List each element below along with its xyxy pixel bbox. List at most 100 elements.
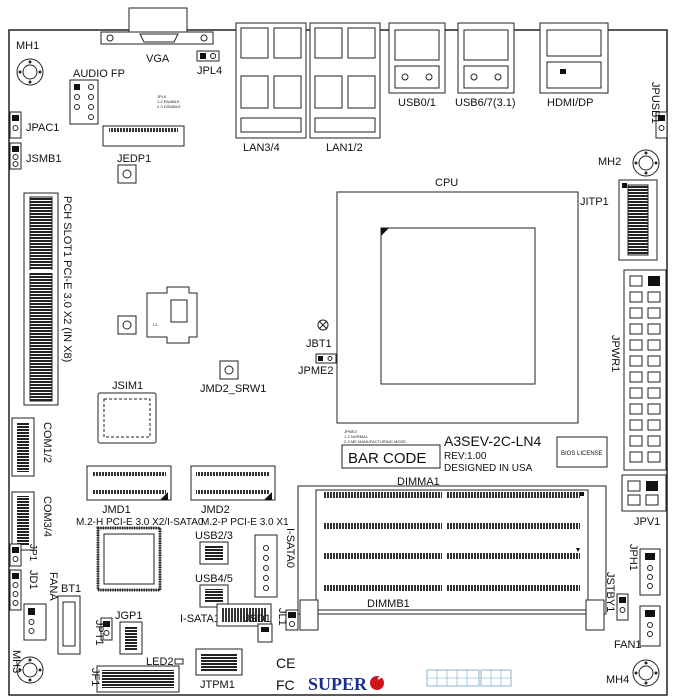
vga-label: VGA	[146, 53, 170, 65]
jstby1-jumper	[616, 593, 629, 621]
fan1-label: FAN1	[614, 639, 642, 651]
jpwr1-pin	[647, 339, 661, 351]
jstby1-label: JSTBY1	[604, 572, 616, 612]
usb45-header	[199, 584, 229, 608]
jpac1-label: JPAC1	[26, 122, 59, 134]
jpwr1-pins	[629, 291, 661, 463]
jpl4-note: JPL4	[157, 94, 167, 99]
jedp1-label: JEDP1	[117, 153, 151, 165]
jpwr1-pin	[629, 355, 643, 367]
jpt1-jumper	[100, 617, 113, 641]
jpwr1-pin	[629, 291, 643, 303]
usb23-label: USB2/3	[195, 530, 233, 542]
bar-code-label: BAR CODE	[348, 450, 426, 467]
fana-header	[23, 603, 47, 641]
bios-license-label: BIOS LICENSE	[561, 451, 603, 457]
jpwr1-pin	[629, 339, 643, 351]
dimma1-label: DIMMA1	[397, 476, 440, 488]
jpwr1-pin	[629, 451, 643, 463]
bios-license-box	[556, 436, 608, 468]
jpwr1-pin	[629, 419, 643, 431]
jpme2-note-3: 2-3 ME MANUFACTURING MODE	[344, 439, 406, 444]
jpt1-label: JPT1	[93, 620, 105, 646]
com34-label: COM3/4	[41, 496, 53, 537]
jph1-header	[639, 548, 661, 596]
jpwr1-pin	[629, 387, 643, 399]
jsd1-header	[257, 623, 273, 643]
jpv1-label: JPV1	[634, 516, 660, 528]
jgp1-label: JGP1	[115, 610, 143, 622]
jpwr1-pin	[647, 419, 661, 431]
hdmi-dp-port	[539, 22, 609, 94]
usb67-port	[457, 22, 515, 94]
mounting-hole-mh4	[632, 659, 660, 687]
usb01-port	[388, 22, 446, 94]
brand-logo-text: SUPER	[308, 674, 368, 694]
audio-fp-label: AUDIO FP	[73, 68, 125, 80]
jmd2-m2-slot	[190, 465, 276, 501]
mounting-hole-mh1	[16, 58, 44, 86]
bt1-battery	[57, 595, 81, 655]
vga-connector	[100, 7, 214, 45]
jpwr1-label: JPWR1	[609, 335, 621, 372]
jitp1-label: JITP1	[580, 196, 609, 208]
jpwr1-pin	[647, 371, 661, 383]
lan34-label: LAN3/4	[243, 142, 280, 154]
jd1-header	[9, 569, 22, 611]
jpwr1-pin	[629, 371, 643, 383]
hdmi-dp-label: HDMI/DP	[547, 97, 593, 109]
com12-label: COM1/2	[41, 422, 53, 463]
jsmb1-header	[9, 142, 22, 170]
jpl4-jumper	[196, 50, 220, 62]
isata1-connector	[216, 603, 272, 627]
jmd2-label: JMD2	[201, 504, 230, 516]
lan12-port	[309, 22, 381, 139]
mounting-hole-mh3	[16, 656, 44, 684]
jpwr1-pin	[647, 387, 661, 399]
led2-label: LED2	[146, 656, 174, 668]
jpv1-connector	[621, 474, 667, 512]
led2	[174, 658, 184, 665]
mh2-label: MH2	[598, 156, 621, 168]
cpu-socket	[336, 191, 579, 424]
jpwr1-pin	[629, 435, 643, 447]
usb01-label: USB0/1	[398, 97, 436, 109]
jmd1-m2-slot	[86, 465, 172, 501]
mh1-label: MH1	[16, 40, 39, 52]
io-chip	[96, 526, 162, 592]
jpwr1-pin	[647, 323, 661, 335]
jpwr1-pin	[647, 451, 661, 463]
ce-mark: CE	[276, 655, 295, 671]
jpme2-label: JPME2	[298, 365, 333, 377]
rev-label: REV:1.00	[444, 451, 487, 462]
jpwr1-pin	[647, 403, 661, 415]
jpwr1-pin	[629, 323, 643, 335]
jgp1-header	[119, 621, 143, 655]
jbt1-pads	[317, 319, 329, 331]
cpu-label: CPU	[435, 177, 458, 189]
jtpm1-label: JTPM1	[200, 679, 235, 691]
jpl4-label: JPL4	[197, 65, 222, 77]
jmd2-srw1-standoff	[219, 360, 239, 380]
fc-mark: FC	[276, 677, 295, 693]
jd1-label: JD1	[27, 570, 39, 590]
brand-logo-dot	[370, 676, 384, 690]
jl1-label: JL1	[276, 608, 288, 626]
jf1-label: JF1	[89, 668, 101, 686]
jmd1-label: JMD1	[102, 504, 131, 516]
jedp1-connector	[102, 125, 185, 147]
audio-fp-header	[69, 79, 99, 125]
jpwr1-pin	[629, 307, 643, 319]
usb67-label: USB6/7(3.1)	[455, 97, 516, 109]
mh4-label: MH4	[606, 674, 629, 686]
com34-header	[11, 491, 35, 551]
bt1-label: BT1	[61, 583, 81, 595]
fan1-header	[639, 605, 661, 647]
jpwr1-pin	[647, 291, 661, 303]
jpusb1-jumper	[655, 111, 668, 139]
jl1-header	[285, 609, 299, 631]
jpwr1-pin	[647, 435, 661, 447]
jpwr1-pin	[647, 307, 661, 319]
jpl4-note-2: 1-2 ENABLE	[157, 99, 180, 104]
